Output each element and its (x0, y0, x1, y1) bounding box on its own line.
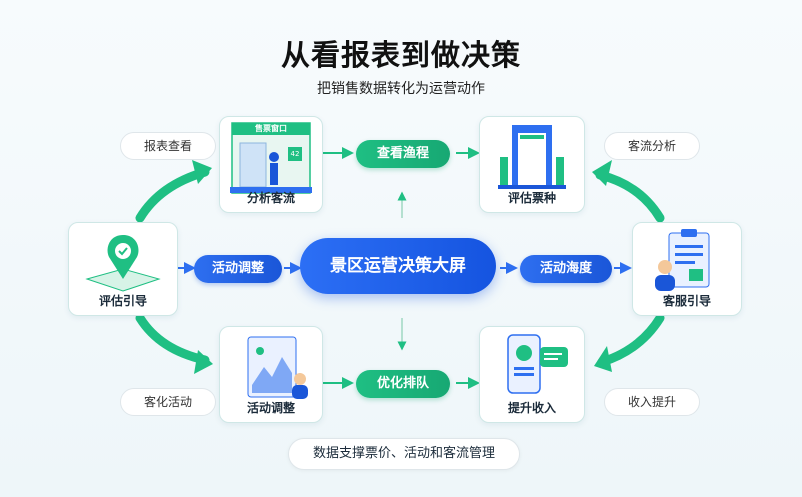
ticket-window-sign: 售票窗口 (255, 124, 287, 133)
card-adjust-activity[interactable]: 活动调整 (219, 326, 323, 423)
card-evaluate-ticket[interactable]: 评估票种 (479, 116, 585, 213)
card-label-analyze-traffic: 分析客流 (246, 191, 295, 205)
page-subtitle: 把销售数据转化为运营动作 (317, 81, 485, 97)
ticket-window-icon (230, 122, 312, 194)
action-right[interactable]: 活动海度 (520, 255, 612, 283)
curve-arrow-top-right (595, 170, 665, 223)
curve-arrow-bottom-right (597, 313, 665, 367)
card-analyze-traffic[interactable]: 售票窗口 42 分析客流 (219, 116, 323, 213)
footer-summary: 数据支撑票价、活动和客流管理 (288, 438, 520, 470)
center-dashboard-pill[interactable]: 景区运营决策大屏 (300, 238, 496, 294)
map-pin-icon (85, 235, 161, 292)
card-label-evaluate-guide: 评估引导 (98, 294, 147, 308)
poster-chart-icon (247, 336, 308, 399)
action-left[interactable]: 活动调整 (194, 255, 282, 283)
curve-arrow-top-left (135, 167, 210, 223)
card-label-service-guide: 客服引导 (662, 294, 711, 308)
curve-arrow-top-right-head (592, 160, 612, 186)
ticket-window-badge: 42 (290, 150, 300, 158)
card-label-evaluate-ticket: 评估票种 (507, 191, 556, 205)
tag-top-right: 客流分析 (604, 132, 700, 160)
card-label-increase-revenue: 提升收入 (507, 401, 556, 415)
card-evaluate-guide[interactable]: 评估引导 (68, 222, 178, 316)
card-increase-revenue[interactable]: 提升收入 (479, 326, 585, 423)
curve-arrow-bottom-left (135, 313, 210, 365)
action-bottom[interactable]: 优化排队 (356, 370, 450, 398)
curve-arrow-bottom-right-head (594, 346, 612, 372)
tag-bottom-right: 收入提升 (604, 388, 700, 416)
tag-top-left: 报表查看 (120, 132, 216, 160)
page-title: 从看报表到做决策 (280, 38, 521, 72)
phone-chat-icon (507, 334, 568, 394)
clipboard-icon (655, 229, 710, 291)
card-service-guide[interactable]: 客服引导 (632, 222, 742, 316)
security-gate-icon (498, 125, 566, 189)
curve-arrow-top-left-head (192, 160, 212, 184)
curve-arrow-bottom-left-head (194, 350, 213, 374)
card-label-adjust-activity: 活动调整 (246, 401, 295, 415)
action-top[interactable]: 查看渔程 (356, 140, 450, 168)
tag-bottom-left: 客化活动 (120, 388, 216, 416)
